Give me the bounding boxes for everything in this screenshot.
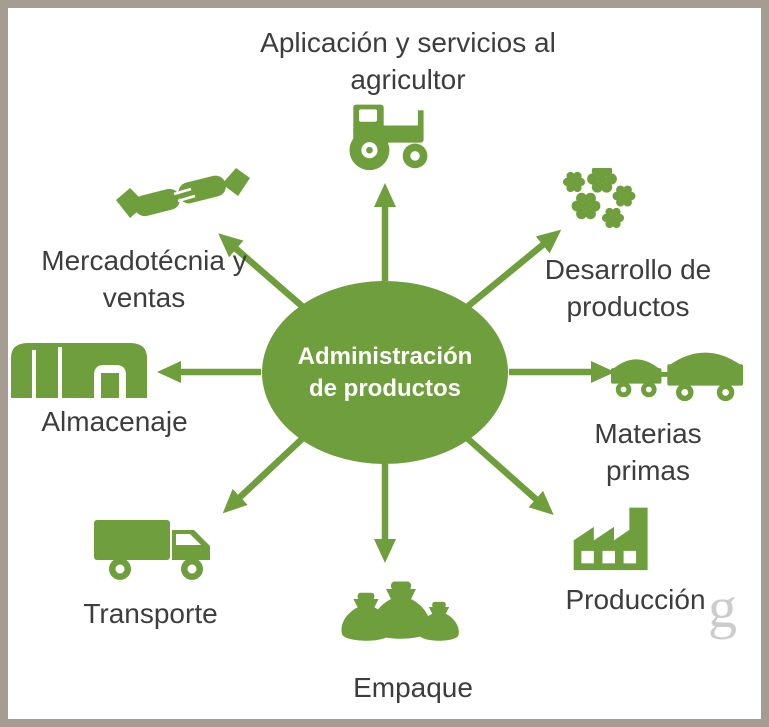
harvest-wagon-icon [608, 338, 746, 406]
arrow-bottom-right [464, 435, 554, 515]
warehouse-icon [8, 338, 150, 400]
handshake-icon [116, 166, 250, 234]
center-label-line2: de productos [308, 374, 461, 402]
node-label-empaque: Empaque [353, 672, 473, 703]
flowers-icon [556, 168, 640, 234]
node-label-materias: Materias primas [594, 418, 702, 486]
node-label-almacenaje: Almacenaje [41, 406, 188, 437]
center-node: Administración de productos [262, 281, 508, 464]
node-label-produccion: Producción [565, 584, 706, 615]
factory-icon [563, 500, 665, 572]
truck-icon [92, 512, 218, 586]
sacks-icon [338, 568, 464, 652]
tractor-icon [340, 96, 435, 174]
watermark-fragment: g [708, 575, 737, 640]
node-label-transporte: Transporte [83, 598, 218, 629]
arrow-bottom-left [222, 435, 306, 514]
node-label-desarrollo: Desarrollo de productos [544, 254, 712, 322]
center-label-line1: Administración [297, 343, 473, 371]
node-label-aplicacion-servicios: Aplicación y servicios al agricultor [260, 27, 556, 95]
node-label-mercadotecnia: Mercadotécnia y ventas [41, 245, 247, 313]
